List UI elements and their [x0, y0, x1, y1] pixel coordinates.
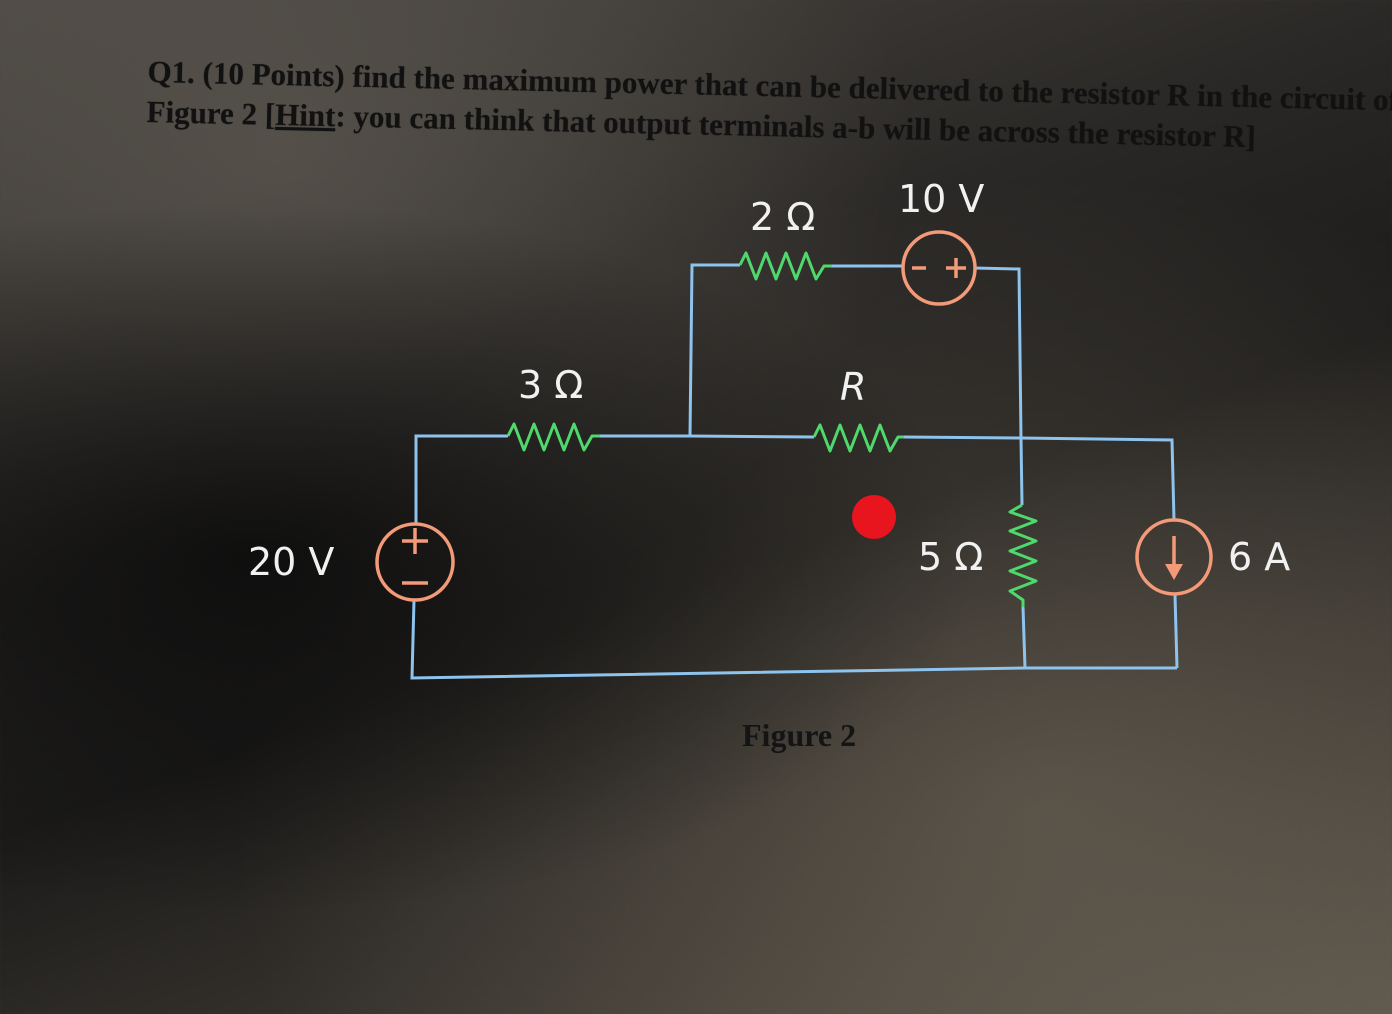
circuit-wires [410, 263, 1179, 680]
current-source-6a [1135, 518, 1213, 596]
resistor-2ohm [738, 251, 832, 281]
arrow-down-icon-head [1165, 564, 1183, 580]
voltage-source-10v [901, 230, 977, 306]
red-dot-marker [852, 495, 896, 539]
label-2ohm: 2 Ω [750, 195, 815, 239]
label-3ohm: 3 Ω [518, 363, 583, 407]
wire-mid-left [600, 434, 815, 439]
wire-top-loop-left [688, 263, 740, 437]
label-10v: 10 V [898, 177, 984, 221]
label-r: R [840, 365, 866, 409]
wire-left-top [414, 434, 508, 525]
wire-r-right [903, 435, 1176, 521]
figure-caption: Figure 2 [742, 717, 856, 753]
wire-6a-bottom [1173, 594, 1179, 669]
resistor-5ohm [1008, 503, 1038, 607]
resistor-r [812, 423, 904, 453]
label-6a: 6 A [1228, 535, 1290, 579]
label-5ohm: 5 Ω [918, 535, 983, 579]
voltage-source-10v-circle [901, 230, 977, 306]
resistor-3ohm [506, 422, 600, 452]
wire-bottom [410, 599, 1177, 680]
wire-top-right [973, 266, 1023, 439]
wire-5ohm-bottom [1021, 606, 1027, 669]
voltage-source-20v [375, 522, 455, 602]
label-20v: 20 V [248, 540, 334, 584]
current-source-circle [1135, 518, 1213, 596]
voltage-source-20v-circle [375, 522, 455, 602]
wire-5ohm-top [1019, 437, 1024, 506]
